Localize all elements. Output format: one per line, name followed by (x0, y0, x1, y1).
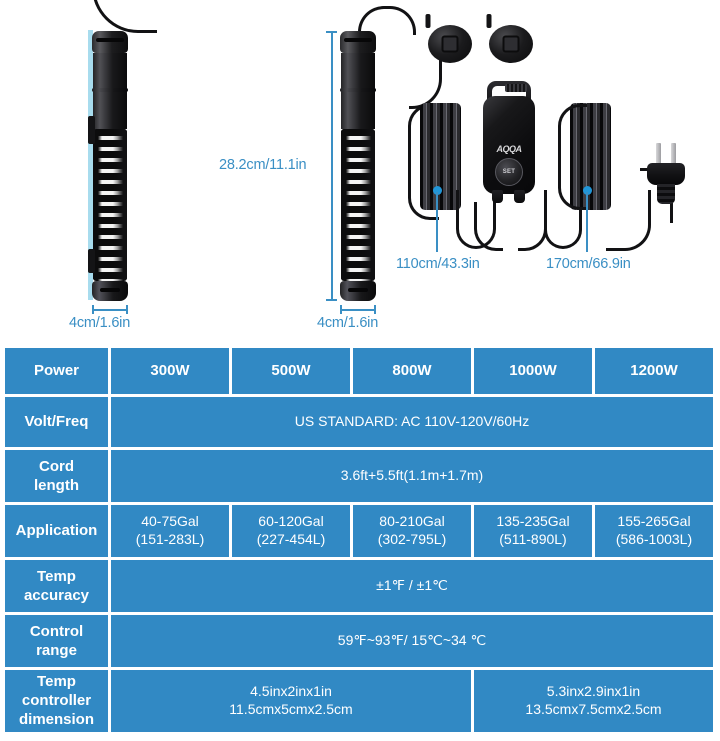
application-value-500w: 60-120Gal (227-454L) (232, 505, 350, 557)
power-value-1200w: 1200W (595, 348, 713, 394)
controller-dimension-value-large: 5.3inx2.9inx1in 13.5cmx7.5cmx2.5cm (474, 670, 713, 732)
controller-cable-left (474, 202, 503, 251)
heater-left-clip-bottom (88, 249, 95, 273)
power-value-500w: 500W (232, 348, 350, 394)
row-label-controller-dimension: Temp controller dimension (5, 670, 108, 732)
dim-line-right-width (340, 309, 376, 311)
row-label-control-range: Control range (5, 615, 108, 667)
table-row-volt-freq: Volt/Freq US STANDARD: AC 110V-120V/60Hz (5, 397, 713, 447)
table-row-power: Power 300W 500W 800W 1000W 1200W (5, 348, 713, 394)
suction-cup-2-stem (486, 14, 492, 28)
dim-line-left-width (92, 309, 128, 311)
suction-cup-2-disc (489, 25, 533, 63)
temp-accuracy-value: ±1℉ / ±1℃ (111, 560, 713, 612)
controller-cable-right (518, 202, 547, 251)
product-illustration-area: 4cm/1.6in 28.2cm/11.1in 4cm/1.6in (0, 0, 720, 345)
power-value-800w: 800W (353, 348, 471, 394)
controller-set-button[interactable]: SET (495, 158, 523, 186)
power-value-300w: 300W (111, 348, 229, 394)
dim-label-left-width: 4cm/1.6in (69, 315, 131, 331)
application-value-800w: 80-210Gal (302-795L) (353, 505, 471, 557)
row-label-cord-length: Cord length (5, 450, 108, 502)
heater-left-cable (92, 0, 157, 33)
dim-label-right-width: 4cm/1.6in (317, 315, 379, 331)
volt-freq-value: US STANDARD: AC 110V-120V/60Hz (111, 397, 713, 447)
controller-set-button-label: SET (502, 169, 516, 175)
heater-left-top-cap (92, 31, 128, 53)
heater-right-slot-guard (341, 129, 375, 281)
control-range-value: 59℉~93℉/ 15℃~34 ℃ (111, 615, 713, 667)
heater-cord-marker-dot (433, 186, 442, 195)
heater-right-body (340, 31, 376, 301)
dim-label-heater-cord: 110cm/43.3in (396, 256, 480, 272)
controller-handle-grip (505, 84, 527, 92)
heater-left-bottom-cap (92, 281, 128, 301)
suction-cup-1-center (441, 35, 459, 53)
controller-dimension-value-small: 4.5inx2inx1in 11.5cmx5cmx2.5cm (111, 670, 471, 732)
plug-neck (657, 184, 675, 204)
blue-reference-strip-left (88, 30, 93, 300)
controller-brand-logo: AQQA (496, 144, 523, 154)
power-cord-marker-dot (583, 186, 592, 195)
plug-prong-right (671, 143, 676, 165)
dim-line-right-height (331, 31, 333, 301)
table-row-application: Application 40-75Gal (151-283L) 60-120Ga… (5, 505, 713, 557)
dim-line-power-cord (586, 192, 588, 252)
dim-cap-right-height-top (326, 31, 337, 33)
application-value-300w: 40-75Gal (151-283L) (111, 505, 229, 557)
power-value-1000w: 1000W (474, 348, 592, 394)
heater-left-clip-top (88, 116, 95, 144)
heater-right-rib (340, 88, 376, 92)
heater-left-body (88, 31, 128, 301)
dim-label-power-cord: 170cm/66.9in (546, 256, 631, 272)
row-label-power: Power (5, 348, 108, 394)
controller-body[interactable]: AQQA SET (483, 96, 535, 194)
table-row-controller-dimension: Temp controller dimension 4.5inx2inx1in … (5, 670, 713, 732)
table-row-control-range: Control range 59℉~93℉/ 15℃~34 ℃ (5, 615, 713, 667)
row-label-temp-accuracy: Temp accuracy (5, 560, 108, 612)
heater-left-rib (92, 88, 128, 92)
table-row-temp-accuracy: Temp accuracy ±1℉ / ±1℃ (5, 560, 713, 612)
heater-left-slot-guard (93, 129, 127, 281)
controller-port-right (514, 190, 525, 203)
application-value-1000w: 135-235Gal (511-890L) (474, 505, 592, 557)
heater-right-top-cap (340, 31, 376, 53)
power-cord-top-loop (558, 104, 587, 210)
cord-length-value: 3.6ft+5.5ft(1.1m+1.7m) (111, 450, 713, 502)
heater-right-bottom-cap (340, 281, 376, 301)
application-value-1200w: 155-265Gal (586-1003L) (595, 505, 713, 557)
dim-label-right-height: 28.2cm/11.1in (219, 157, 307, 173)
specification-table: Power 300W 500W 800W 1000W 1200W Volt/Fr… (2, 345, 716, 735)
suction-cup-1-disc (428, 25, 472, 63)
plug-head (647, 163, 685, 185)
row-label-volt-freq: Volt/Freq (5, 397, 108, 447)
suction-cup-1-stem (425, 14, 431, 28)
power-cord-left-loop (544, 190, 582, 249)
dim-cap-right-height-bottom (326, 299, 337, 301)
dim-line-heater-cord (436, 192, 438, 252)
row-label-application: Application (5, 505, 108, 557)
table-row-cord-length: Cord length 3.6ft+5.5ft(1.1m+1.7m) (5, 450, 713, 502)
plug-prong-left (656, 143, 661, 165)
controller-port-left (492, 190, 503, 203)
heater-cord-coil (420, 103, 461, 210)
suction-cup-2-center (502, 35, 520, 53)
